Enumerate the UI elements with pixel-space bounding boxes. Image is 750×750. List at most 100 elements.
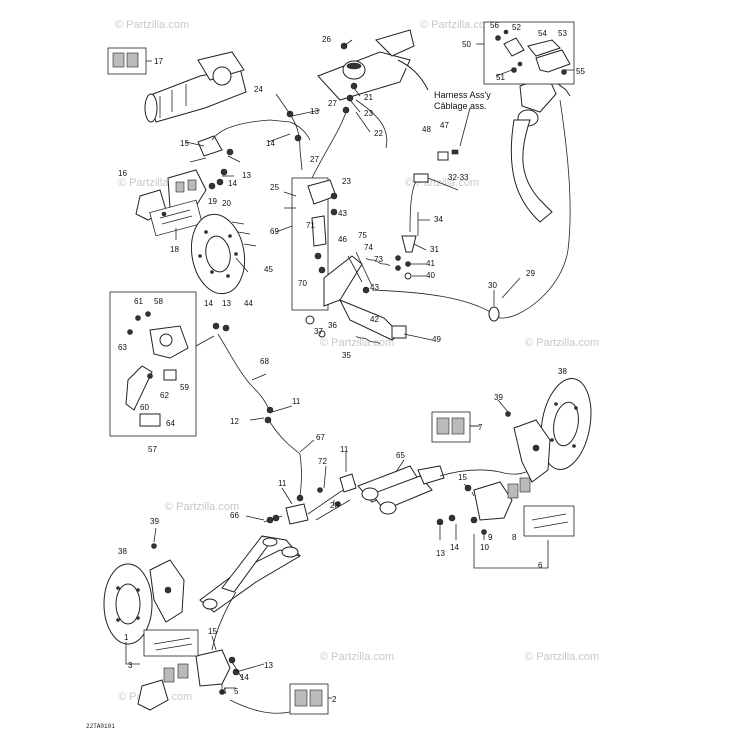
callout-13: 13	[242, 171, 251, 180]
callout-46: 46	[338, 235, 347, 244]
callout-53: 53	[558, 29, 567, 38]
callout-36: 36	[328, 321, 337, 330]
pad-kit-box-2	[289, 683, 329, 715]
callout-51: 51	[496, 73, 505, 82]
callout-17: 17	[154, 57, 163, 66]
callout-55: 55	[576, 67, 585, 76]
brake-line-rear-left	[211, 591, 291, 714]
callout-65: 65	[396, 451, 405, 460]
watermark: © Partzilla.com	[115, 19, 189, 31]
callout-60: 60	[140, 403, 149, 412]
callout-labels: 1 2 3 4 5 6 7 8 9 10 11 11 11 12 13 13 1…	[118, 21, 585, 704]
callout-10: 10	[480, 543, 489, 552]
callout-12: 12	[230, 417, 239, 426]
callout-38: 38	[558, 367, 567, 376]
rear-caliper-right	[436, 477, 531, 535]
callout-69: 69	[270, 227, 279, 236]
callout-29: 29	[526, 269, 535, 278]
pad-kit-box-7	[431, 411, 471, 443]
callout-21: 21	[364, 93, 373, 102]
callout-38: 38	[118, 547, 127, 556]
callout-8: 8	[512, 533, 517, 542]
rear-disc-38-left	[103, 563, 153, 645]
callout-56: 56	[490, 21, 499, 30]
callout-15: 15	[208, 627, 217, 636]
leader-lines	[153, 39, 574, 699]
callout-14: 14	[240, 673, 249, 682]
callout-20: 20	[222, 199, 231, 208]
callout-71: 71	[306, 221, 315, 230]
callout-63: 63	[118, 343, 127, 352]
watermark: © Partzilla.com	[165, 501, 239, 513]
pin-kit-box-8	[523, 505, 575, 537]
callout-11: 11	[340, 445, 349, 454]
lever-kit-box-50	[483, 21, 575, 85]
callout-27: 27	[328, 99, 337, 108]
watermark: © Partzilla.com	[525, 651, 599, 663]
front-axle-assembly	[144, 51, 247, 123]
callout-47: 47	[440, 121, 449, 130]
brake-junction-assembly	[263, 473, 357, 525]
callout-14: 14	[204, 299, 213, 308]
callout-14: 14	[228, 179, 237, 188]
brake-light-switch	[401, 149, 459, 280]
callout-58: 58	[154, 297, 163, 306]
callout-7: 7	[478, 423, 483, 432]
callout-42: 42	[370, 315, 379, 324]
callout-72: 72	[318, 457, 327, 466]
pin-kit-box-18	[149, 199, 203, 237]
harness-label-en: Harness Ass'y	[434, 90, 491, 100]
knuckle-left	[149, 543, 185, 623]
callout-5: 5	[234, 687, 239, 696]
brake-line-68	[212, 322, 302, 497]
callout-50: 50	[462, 40, 471, 49]
callout-31: 31	[430, 245, 439, 254]
hand-brake-box-57	[109, 291, 215, 437]
callout-75: 75	[358, 231, 367, 240]
pin-kit-box-3	[143, 629, 199, 657]
master-cylinder-assembly	[311, 29, 429, 179]
callout-49: 49	[432, 335, 441, 344]
callout-15: 15	[180, 139, 189, 148]
crossmember-65	[357, 465, 541, 515]
knuckle-right	[505, 411, 551, 483]
callout-70: 70	[298, 279, 307, 288]
callout-67: 67	[316, 433, 325, 442]
callout-23: 23	[364, 109, 373, 118]
callout-32-33: 32-33	[448, 173, 469, 182]
callout-18: 18	[170, 245, 179, 254]
callout-34: 34	[434, 215, 443, 224]
group-bracket-6	[473, 534, 549, 569]
callout-13: 13	[222, 299, 231, 308]
callout-66: 66	[230, 511, 239, 520]
brake-line-24	[211, 110, 311, 171]
callout-74: 74	[364, 243, 373, 252]
callout-61: 61	[134, 297, 143, 306]
callout-27: 27	[310, 155, 319, 164]
watermark: © Partzilla.com	[320, 337, 394, 349]
callout-41: 41	[426, 259, 435, 268]
callout-1: 1	[124, 633, 129, 642]
callout-22: 22	[374, 129, 383, 138]
callout-44: 44	[244, 299, 253, 308]
callout-48: 48	[422, 125, 431, 134]
reference-code: 22TA0101	[86, 723, 115, 730]
callout-14: 14	[266, 139, 275, 148]
callout-54: 54	[538, 29, 547, 38]
rear-disc-38-right	[540, 378, 592, 470]
callout-2: 2	[332, 695, 337, 704]
callout-4: 4	[222, 687, 227, 696]
harness-label-fr: Câblage ass.	[434, 101, 487, 111]
callout-23: 23	[342, 177, 351, 186]
watermark: © Partzilla.com	[420, 19, 494, 31]
callout-9: 9	[488, 533, 493, 542]
brake-pedal-assembly	[291, 177, 407, 345]
handlebar-brake-lever	[499, 75, 571, 319]
callout-25: 25	[270, 183, 279, 192]
callout-39: 39	[150, 517, 159, 526]
callout-64: 64	[166, 419, 175, 428]
callout-68: 68	[260, 357, 269, 366]
callout-37: 37	[314, 327, 323, 336]
callout-6: 6	[538, 561, 543, 570]
